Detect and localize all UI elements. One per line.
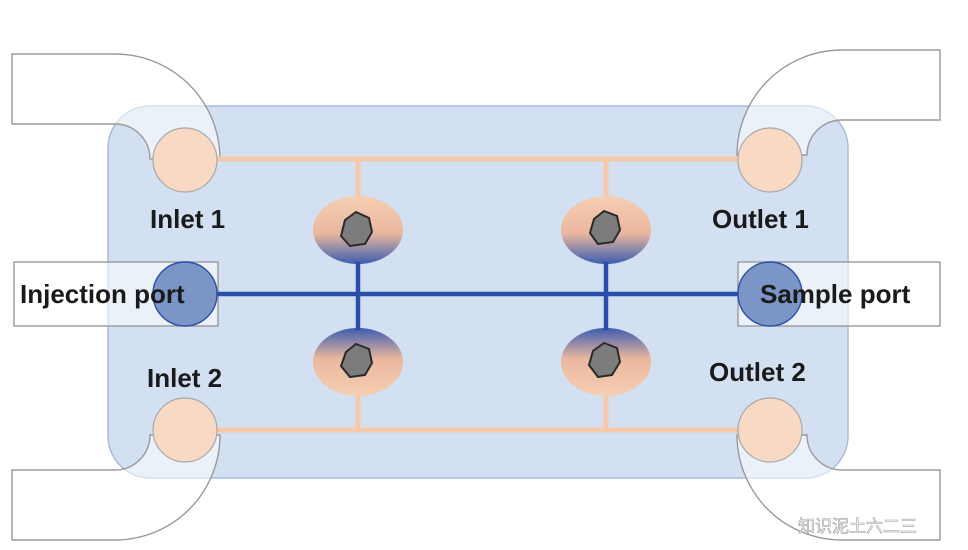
watermark-text: 知识泥土六二三 xyxy=(798,517,917,537)
label-inlet-2: Inlet 2 xyxy=(147,363,222,393)
particle-top-right xyxy=(588,209,622,246)
outlet-2-port xyxy=(737,397,803,463)
outlet-1-port xyxy=(737,127,803,193)
label-sample-port: Sample port xyxy=(760,279,911,309)
tube-outlet-2 xyxy=(736,434,941,541)
particle-bottom-left xyxy=(339,342,374,379)
blue-ports xyxy=(152,261,803,327)
label-outlet-2: Outlet 2 xyxy=(709,357,806,387)
inlet-1-port xyxy=(152,127,218,193)
tube-outlet-1 xyxy=(736,49,941,156)
orange-channels xyxy=(182,156,773,433)
label-injection-port: Injection port xyxy=(20,279,185,309)
orange-ports xyxy=(152,127,803,463)
inlet-2-port xyxy=(152,397,218,463)
sample-port-circle xyxy=(737,261,803,327)
particle-top-left xyxy=(339,210,374,248)
particles xyxy=(339,209,622,379)
label-outlet-1: Outlet 1 xyxy=(712,204,809,234)
label-inlet-1: Inlet 1 xyxy=(150,204,225,234)
tube-inlet-2 xyxy=(11,434,221,541)
injection-port-circle xyxy=(152,261,218,327)
blue-channels xyxy=(185,262,770,330)
particle-bottom-right xyxy=(587,341,622,379)
